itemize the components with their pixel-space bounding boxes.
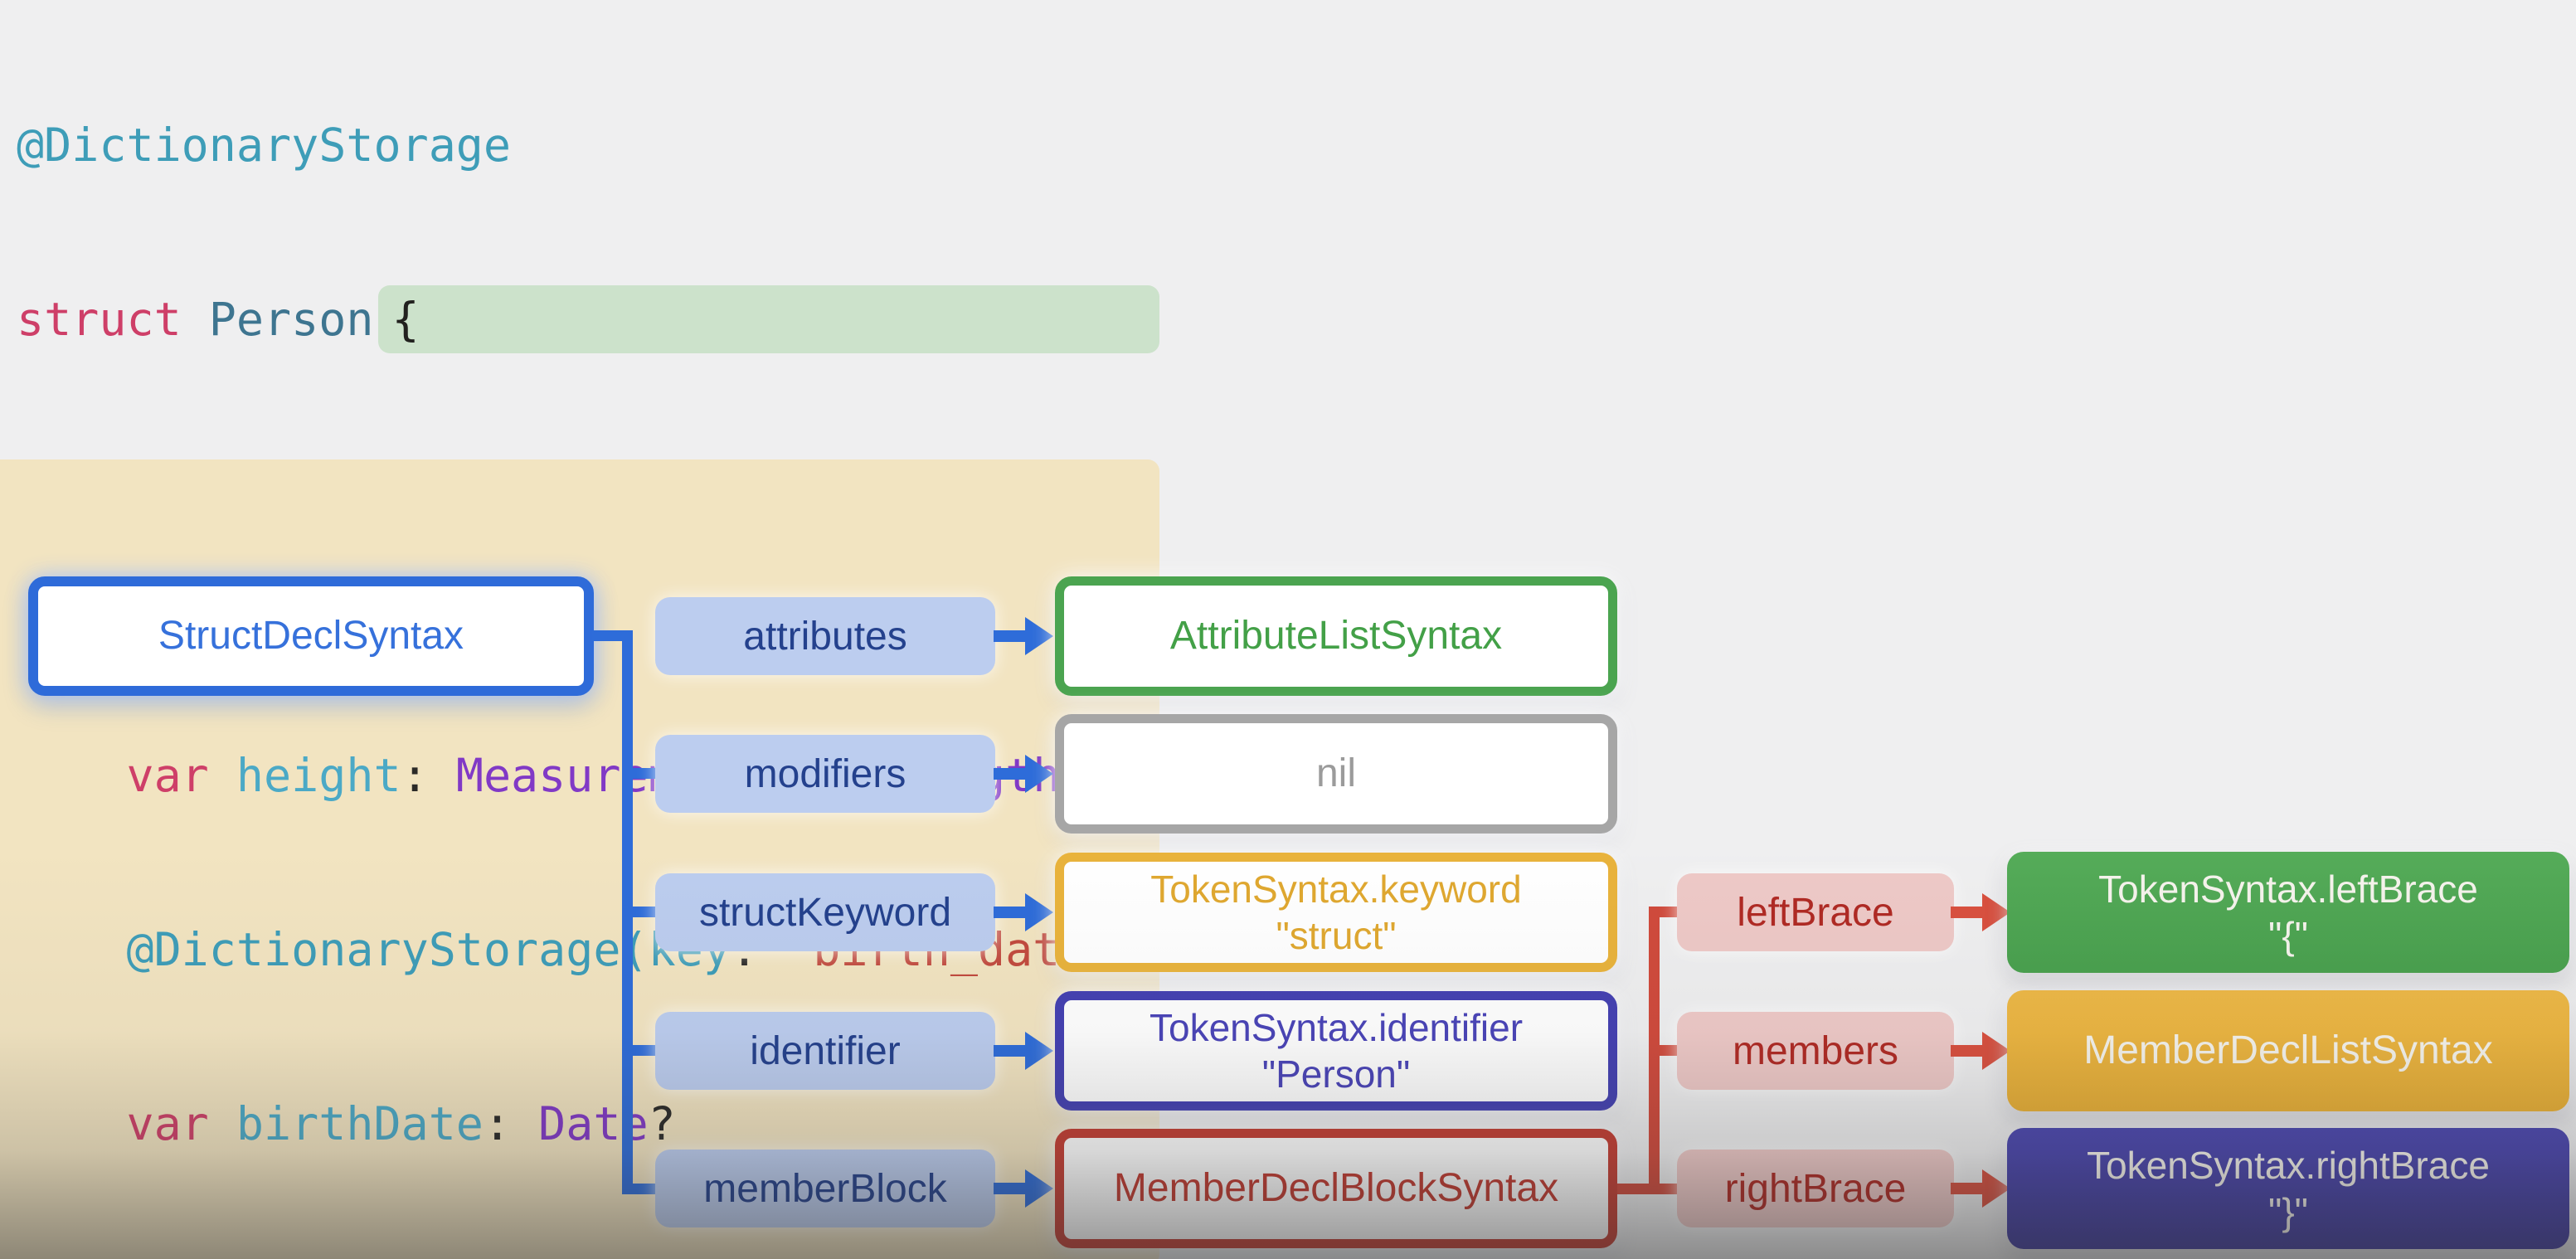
field-label-identifier: identifier [655, 1012, 995, 1090]
field-label-text: memberBlock [703, 1166, 947, 1211]
value-box-text: nil [1315, 751, 1357, 795]
field-label-leftbrace: leftBrace [1677, 873, 1954, 951]
arrow-right-icon [994, 1032, 1053, 1070]
arrow-right-icon [1951, 893, 2010, 931]
arrow-right-icon [1951, 1032, 2010, 1070]
connector-blue-branch-structkeyword [622, 907, 657, 917]
arrow-right-icon [994, 1169, 1053, 1208]
field-label-text: identifier [750, 1028, 901, 1073]
value-box-token-text: "struct" [1276, 914, 1397, 957]
arrow-right-icon [994, 755, 1053, 793]
arrow-head [1982, 893, 2010, 931]
root-node-label: StructDeclSyntax [158, 613, 464, 658]
code-line-attribute: @DictionaryStorage [0, 111, 1159, 179]
code-token-keyword: struct [17, 293, 209, 346]
connector-blue-branch-modifiers [622, 768, 657, 779]
connector-red-memberblock-stub [1617, 1184, 1677, 1194]
code-token-property: height [208, 749, 401, 802]
connector-red-branch-leftbrace [1658, 907, 1677, 917]
arrow-right-icon [994, 893, 1053, 931]
arrow-head [1025, 1032, 1053, 1070]
token-box-text: TokenSyntax.rightBrace [2087, 1143, 2490, 1187]
value-box-memberdeclblocksyntax: MemberDeclBlockSyntax [1055, 1129, 1617, 1248]
token-box-text: MemberDeclListSyntax [2083, 1028, 2493, 1072]
code-token-punct: : [483, 1097, 512, 1150]
token-box-leftbrace: TokenSyntax.leftBrace"{" [2007, 852, 2569, 973]
field-label-modifiers: modifiers [655, 735, 995, 813]
field-label-attributes: attributes [655, 597, 995, 675]
field-label-memberblock: memberBlock [655, 1150, 995, 1227]
value-box-text: MemberDeclBlockSyntax [1113, 1165, 1559, 1210]
arrow-shaft [994, 630, 1030, 642]
code-token-type-name: Person [208, 293, 374, 346]
field-label-text: structKeyword [698, 890, 952, 935]
field-label-rightbrace: rightBrace [1677, 1150, 1954, 1227]
field-label-structkeyword: structKeyword [655, 873, 995, 951]
value-box-token-text: "Person" [1261, 1052, 1411, 1096]
code-token-punct: ? [648, 1097, 676, 1150]
value-box-tokensyntax-identifier: TokenSyntax.identifier"Person" [1055, 991, 1617, 1111]
code-token-keyword: var [17, 749, 209, 802]
arrow-right-icon [1951, 1169, 2010, 1208]
value-box-text: AttributeListSyntax [1169, 613, 1503, 658]
connector-blue-branch-memberblock [622, 1184, 657, 1194]
connector-red-branch-members [1658, 1045, 1677, 1056]
arrow-head [1025, 1169, 1053, 1208]
token-box-memberdecllistsyntax: MemberDeclListSyntax [2007, 990, 2569, 1111]
arrow-right-icon [994, 617, 1053, 655]
connector-blue-root-stub [592, 630, 625, 641]
value-box-attributelistsyntax: AttributeListSyntax [1055, 576, 1617, 696]
arrow-head [1982, 1032, 2010, 1070]
value-box-tokensyntax-keyword: TokenSyntax.keyword"struct" [1055, 853, 1617, 972]
code-line-struct-decl: struct Person{ [0, 285, 1159, 353]
field-label-text: leftBrace [1737, 890, 1894, 935]
connector-blue-branch-identifier [622, 1045, 657, 1056]
open-brace-highlight: { [378, 285, 1159, 353]
code-token-keyword: var [17, 1097, 209, 1150]
value-box-text: TokenSyntax.identifier [1149, 1005, 1524, 1049]
root-node-structdeclsyntax: StructDeclSyntax [28, 576, 594, 696]
arrow-head [1025, 755, 1053, 793]
field-label-text: attributes [743, 614, 907, 659]
arrow-head [1982, 1169, 2010, 1208]
value-box-nil: nil [1055, 714, 1617, 834]
field-label-members: members [1677, 1012, 1954, 1090]
token-box-token-text: "{" [2267, 914, 2309, 957]
code-line-birthdate: var birthDate: Date? [0, 1090, 1159, 1158]
field-label-text: modifiers [744, 751, 906, 796]
code-token-attribute: @DictionaryStorage [17, 119, 512, 172]
field-label-text: rightBrace [1724, 1166, 1907, 1211]
arrow-head [1025, 617, 1053, 655]
code-token-property: birthDate [208, 1097, 484, 1150]
token-box-rightbrace: TokenSyntax.rightBrace"}" [2007, 1128, 2569, 1249]
token-box-token-text: "}" [2267, 1190, 2309, 1233]
value-box-text: TokenSyntax.keyword [1150, 867, 1522, 911]
field-label-text: members [1732, 1028, 1899, 1073]
arrow-shaft [994, 768, 1030, 780]
arrow-head [1025, 893, 1053, 931]
token-box-text: TokenSyntax.leftBrace [2098, 867, 2478, 911]
code-token-punct: : [401, 749, 429, 802]
